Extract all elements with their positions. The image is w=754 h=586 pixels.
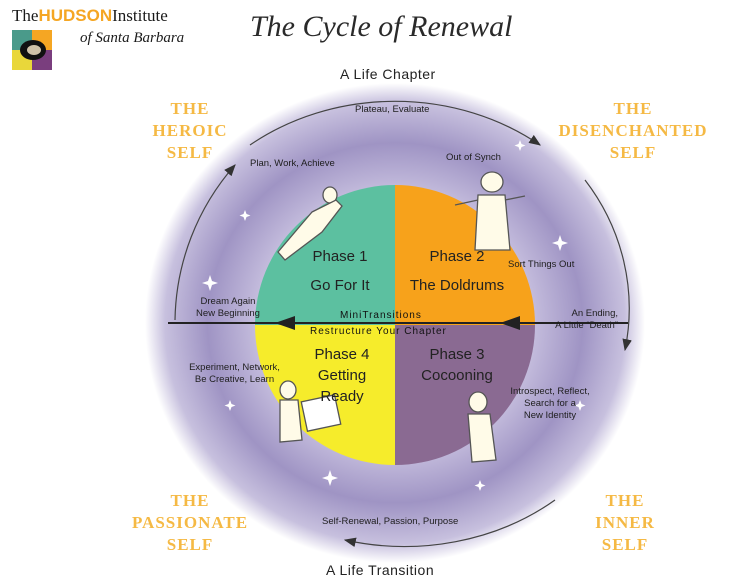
note-self-renewal: Self-Renewal, Passion, Purpose [322,516,459,527]
note-experiment: Experiment, Network, Be Creative, Learn [182,362,287,386]
logo-title: TheHUDSONInstitute [12,6,168,26]
stars [202,140,586,491]
phase-1-name: Phase 1 [312,248,368,265]
page-title: The Cycle of Renewal [250,10,513,43]
life-transition-label: A Life Transition [326,562,435,578]
restructure-label: Restructure Your Chapter [310,326,447,337]
note-dream-line-1: Dream Again [200,296,256,307]
inner-self-line-2: INNER [595,513,655,532]
phase-2-quadrant [395,185,535,325]
note-ending-line-2: A Little “Death” [555,320,618,331]
phase-4-name: Phase 4 [314,346,370,363]
figure-meditating-icon [467,391,497,463]
note-introspect-line-2: Search for a [524,398,576,409]
disenchanted-self-line-1: THE [613,99,653,118]
heroic-self-line-2: HEROIC [152,121,228,140]
arrow-bottom [343,499,556,548]
inner-self-line-3: SELF [601,535,649,554]
inner-self-line-1: THE [605,491,645,510]
passionate-self-line-3: SELF [166,535,214,554]
heroic-self-label: THE HEROIC SELF [140,98,240,164]
phase-3-name: Phase 3 [429,346,485,363]
note-introspect: Introspect, Reflect, Search for a New Id… [500,386,600,422]
transition-arrow-right-icon [500,316,520,330]
note-introspect-line-1: Introspect, Reflect, [510,386,590,397]
phase-4-label: Phase 4 Getting Ready [302,344,382,407]
transition-arrow-left-icon [275,316,295,330]
life-chapter-label: A Life Chapter [340,66,436,82]
figure-floating-icon [454,171,526,251]
note-plateau: Plateau, Evaluate [355,104,430,115]
note-introspect-line-3: New Identity [523,410,577,421]
passionate-self-label: THE PASSIONATE SELF [120,490,260,556]
note-out-of-synch: Out of Synch [446,152,501,163]
phase-2-name: Phase 2 [429,248,485,265]
note-experiment-line-2: Be Creative, Learn [194,374,275,385]
phase-2-desc: The Doldrums [409,277,505,294]
heroic-self-line-1: THE [170,99,210,118]
mini-transitions-label: MiniTransitions [340,310,422,321]
passionate-self-line-1: THE [170,491,210,510]
arrow-top [249,100,541,146]
note-ending-line-1: An Ending, [571,308,618,319]
note-experiment-line-1: Experiment, Network, [189,362,280,373]
phase-3-quadrant [395,325,535,465]
note-dream: Dream Again New Beginning [183,296,273,320]
phase-1-desc: Go For It [310,277,370,294]
phase-4-desc-line-2: Ready [320,388,364,405]
logo-suffix: Institute [112,6,168,25]
heroic-self-line-3: SELF [166,143,214,162]
note-dream-line-2: New Beginning [196,308,260,319]
disenchanted-self-label: THE DISENCHANTED SELF [548,98,718,164]
note-ending: An Ending, A Little “Death” [528,308,618,332]
phase-4-quadrant [255,325,395,465]
disenchanted-self-line-2: DISENCHANTED [558,121,708,140]
disenchanted-self-line-3: SELF [609,143,657,162]
figure-flying-icon [277,186,343,261]
logo-brand: HUDSON [38,6,113,25]
phase-1-quadrant [255,185,395,325]
arrow-right [584,179,632,352]
phase-2-label: Phase 2 The Doldrums [402,246,512,296]
inner-self-label: THE INNER SELF [575,490,675,556]
arrow-left [174,164,236,321]
logo-subtitle: of Santa Barbara [80,30,185,46]
passionate-self-line-2: PASSIONATE [131,513,249,532]
note-plan: Plan, Work, Achieve [250,158,335,169]
phase-3-desc: Cocooning [421,367,493,384]
logo-mark-icon [12,30,52,70]
figure-drawing-icon [279,380,342,443]
phase-1-label: Phase 1 Go For It [300,246,380,296]
logo-prefix: The [12,6,39,25]
phase-4-desc-line-1: Getting [317,367,367,384]
note-sort: Sort Things Out [508,259,575,270]
phase-3-label: Phase 3 Cocooning [402,344,512,386]
